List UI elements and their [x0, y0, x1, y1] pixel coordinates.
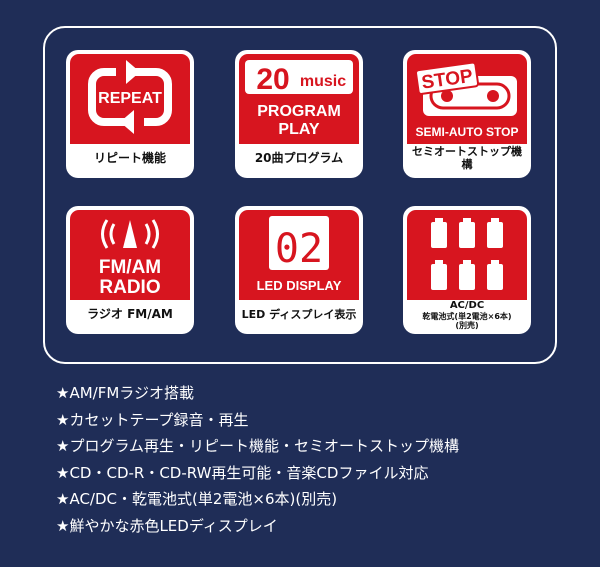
program-tile-art: 20 music PROGRAM PLAY [239, 54, 359, 144]
radio-line2: RADIO [99, 277, 160, 298]
program-unit: music [300, 73, 346, 90]
led-label: LED DISPLAY [257, 278, 342, 293]
cassette-reel-icon [441, 90, 453, 102]
feature-item: ★プログラム再生・リピート機能・セミオートストップ機構 [56, 437, 460, 455]
feature-panel [43, 26, 557, 364]
cassette-reel-icon [487, 90, 499, 102]
led-tile: 02 LED DISPLAY LED ディスプレイ表示 [235, 206, 363, 334]
battery-icons [431, 218, 503, 290]
led-tile-art: 02 LED DISPLAY [239, 210, 359, 300]
program-tile: 20 music PROGRAM PLAY 20曲プログラム [235, 50, 363, 178]
stop-caption: セミオートストップ機構 [412, 145, 522, 171]
stop-tile-art: STOP SEMI-AUTO STOP [407, 54, 527, 144]
feature-list: ★AM/FMラジオ搭載 ★カセットテープ録音・再生 ★プログラム再生・リピート機… [56, 380, 459, 539]
repeat-tile-art: REPEAT [70, 54, 190, 144]
feature-item: ★鮮やかな赤色LEDディスプレイ [56, 516, 278, 535]
repeat-icon: REPEAT [88, 60, 172, 134]
led-caption: LED ディスプレイ表示 [241, 307, 357, 321]
program-number: 20 [256, 63, 289, 96]
repeat-tile: REPEAT リピート機能 [66, 50, 194, 178]
led-art: 02 LED DISPLAY [257, 216, 342, 293]
radio-art: FM/AM RADIO [99, 219, 161, 298]
feature-item: ★CD・CD-R・CD-RW再生可能・音楽CDファイル対応 [56, 463, 429, 482]
stop-art: STOP SEMI-AUTO STOP [415, 61, 519, 139]
program-caption: 20曲プログラム [254, 151, 344, 166]
radio-tile-art: FM/AM RADIO [70, 210, 190, 300]
program-line2: PLAY [278, 121, 320, 138]
feature-item: ★カセットテープ録音・再生 [56, 410, 249, 429]
program-art: 20 music PROGRAM PLAY [245, 60, 353, 138]
led-digits: 02 [275, 226, 323, 272]
power-caption: AC/DC 乾電池式(単2電池×6本) (別売) [407, 300, 527, 330]
radio-line1: FM/AM [99, 257, 161, 278]
feature-item: ★AM/FMラジオ搭載 [56, 384, 194, 402]
program-line1: PROGRAM [257, 103, 341, 120]
repeat-caption: リピート機能 [93, 151, 166, 166]
stop-label: SEMI-AUTO STOP [416, 125, 519, 139]
stop-tile: STOP SEMI-AUTO STOP セミオートストップ機構 [403, 50, 531, 178]
radio-caption: ラジオ FM/AM [87, 307, 173, 322]
power-line2: 乾電池式(単2電池×6本) [422, 311, 512, 321]
feature-item: ★AC/DC・乾電池式(単2電池×6本)(別売) [56, 490, 338, 508]
power-tile-art [407, 210, 527, 300]
radio-tile: FM/AM RADIO ラジオ FM/AM [66, 206, 194, 334]
antenna-icon [101, 219, 159, 249]
power-tile: AC/DC 乾電池式(単2電池×6本) (別売) [403, 206, 531, 334]
power-line1: AC/DC [449, 300, 485, 312]
repeat-icon-text: REPEAT [98, 90, 162, 107]
power-line3: (別売) [455, 320, 479, 330]
